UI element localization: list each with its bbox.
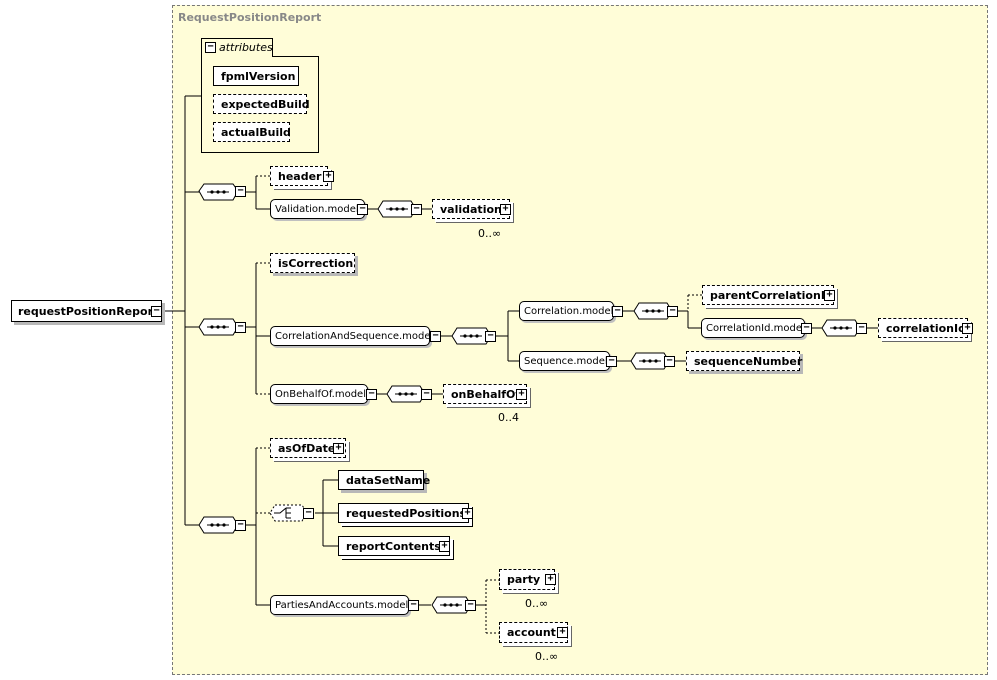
sequence-model-collapse-icon[interactable]: − — [606, 356, 617, 367]
group-correlation-and-sequence-model[interactable]: CorrelationAndSequence.model — [270, 326, 433, 346]
attributes-label: attributes — [219, 41, 273, 54]
sequence-sequence-collapse-icon[interactable]: − — [664, 356, 675, 367]
correlation-id-expand-icon[interactable]: + — [962, 323, 973, 334]
party-occurrence: 0..∞ — [525, 597, 549, 610]
on-behalf-of-model-collapse-icon[interactable]: − — [366, 389, 377, 400]
element-is-correction[interactable]: isCorrection — [270, 253, 355, 273]
report-contents-expand-icon[interactable]: + — [439, 541, 450, 552]
element-on-behalf-of[interactable]: onBehalfOf — [443, 384, 527, 404]
sequence-correlation-collapse-icon[interactable]: − — [667, 306, 678, 317]
attributes-tab — [201, 38, 273, 57]
correlation-and-sequence-collapse-icon[interactable]: − — [430, 331, 441, 342]
sequence-1-collapse-icon[interactable]: − — [235, 186, 246, 197]
correlation-model-collapse-icon[interactable]: − — [612, 306, 623, 317]
account-expand-icon[interactable]: + — [557, 627, 568, 638]
choice-collapse-icon[interactable]: − — [303, 508, 314, 519]
group-parties-and-accounts-model[interactable]: PartiesAndAccounts.model — [270, 595, 409, 615]
element-data-set-name[interactable]: dataSetName — [338, 470, 430, 490]
correlation-id-model-collapse-icon[interactable]: − — [801, 323, 812, 334]
parties-and-accounts-collapse-icon[interactable]: − — [408, 600, 419, 611]
as-of-date-expand-icon[interactable]: + — [333, 443, 344, 454]
sequence-validation-collapse-icon[interactable]: − — [411, 204, 422, 215]
element-report-contents[interactable]: reportContents — [338, 536, 450, 556]
element-requested-positions[interactable]: requestedPositions — [338, 503, 469, 523]
complex-type-title: RequestPositionReport — [178, 11, 322, 24]
validation-occurrence: 0..∞ — [478, 227, 502, 240]
sequence-parties-and-accounts-collapse-icon[interactable]: − — [465, 600, 476, 611]
on-behalf-of-expand-icon[interactable]: + — [516, 389, 527, 400]
sequence-on-behalf-of-collapse-icon[interactable]: − — [421, 389, 432, 400]
element-parent-correlation-id[interactable]: parentCorrelationId — [702, 285, 834, 305]
header-expand-icon[interactable]: + — [323, 171, 334, 182]
on-behalf-of-occurrence: 0..4 — [498, 411, 519, 424]
attribute-fpml-version[interactable]: fpmlVersion — [213, 66, 299, 86]
element-header[interactable]: header — [270, 166, 328, 186]
group-correlation-model[interactable]: Correlation.model — [519, 301, 614, 321]
element-account[interactable]: account — [499, 622, 568, 643]
sequence-3-collapse-icon[interactable]: − — [235, 520, 246, 531]
element-correlation-id[interactable]: correlationId — [878, 318, 968, 338]
attribute-actual-build[interactable]: actualBuild — [213, 122, 291, 142]
validation-expand-icon[interactable]: + — [500, 204, 511, 215]
sequence-correlation-and-sequence-collapse-icon[interactable]: − — [485, 331, 496, 342]
parent-correlation-id-expand-icon[interactable]: + — [824, 290, 835, 301]
party-expand-icon[interactable]: + — [545, 574, 556, 585]
account-occurrence: 0..∞ — [535, 650, 559, 663]
element-sequence-number[interactable]: sequenceNumber — [686, 351, 802, 371]
root-element-request-position-report[interactable]: requestPositionReport — [11, 300, 162, 322]
sequence-correlation-id-collapse-icon[interactable]: − — [856, 323, 867, 334]
sequence-2-collapse-icon[interactable]: − — [235, 322, 246, 333]
element-as-of-date[interactable]: asOfDate — [270, 438, 346, 458]
attributes-collapse-icon[interactable]: − — [205, 42, 216, 53]
validation-model-collapse-icon[interactable]: − — [357, 204, 368, 215]
root-collapse-icon[interactable]: − — [151, 306, 162, 317]
requested-positions-expand-icon[interactable]: + — [462, 508, 473, 519]
attribute-expected-build[interactable]: expectedBuild — [213, 94, 310, 114]
element-party[interactable]: party — [499, 569, 555, 590]
